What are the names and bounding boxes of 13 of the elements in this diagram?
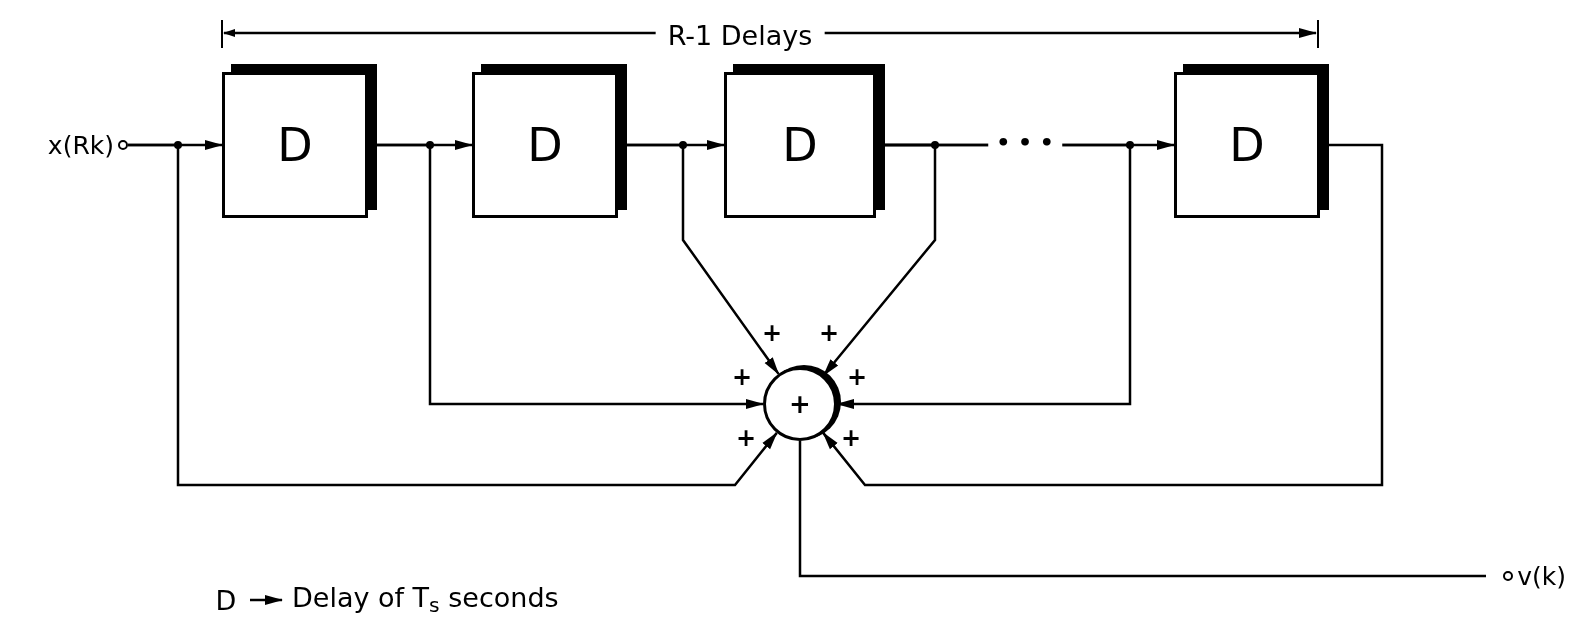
plus-sign: + [840, 426, 862, 450]
signal-label: x(Rk) [47, 132, 114, 158]
arrow [128, 143, 778, 487]
summing-junction: + [763, 367, 837, 441]
plus-sign: + [846, 365, 868, 389]
arrow [822, 143, 1384, 487]
signal-label: v(k) [1517, 563, 1566, 589]
key-text: Delay of T$_{s}$ seconds [292, 584, 559, 611]
key-text: D [215, 586, 237, 614]
plus-sign: + [818, 321, 840, 345]
plus-sign: + [731, 365, 753, 389]
plus-sign: + [735, 426, 757, 450]
plus-sign: + [761, 321, 783, 345]
